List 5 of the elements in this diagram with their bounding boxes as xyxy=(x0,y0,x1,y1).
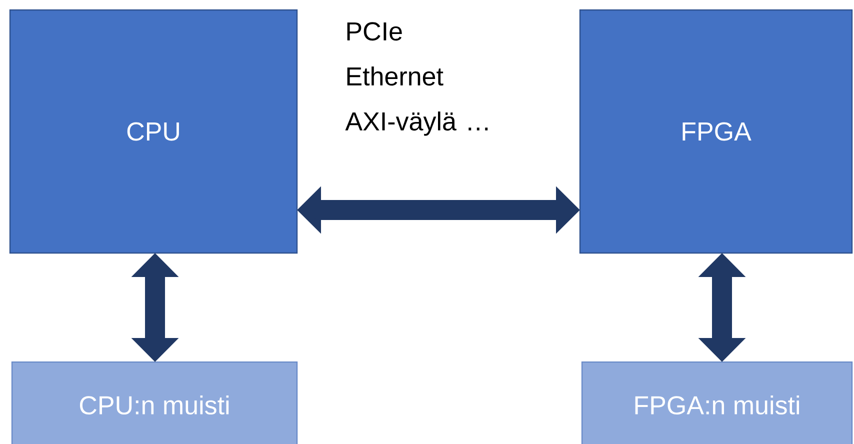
processor-box: FPGA xyxy=(579,9,853,254)
memory-box: CPU:n muisti xyxy=(11,361,298,444)
edge-label: PCIe Ethernet AXI-väylä … xyxy=(345,22,488,136)
memory-box: FPGA:n muisti xyxy=(581,361,853,444)
processor-box: CPU xyxy=(9,9,298,254)
